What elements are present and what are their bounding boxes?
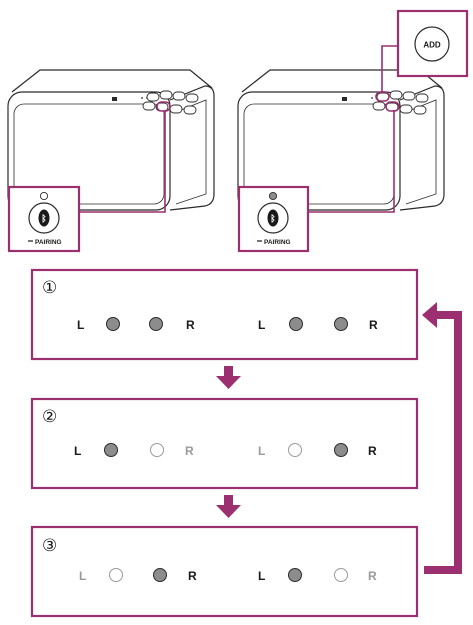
speaker-a-right-led bbox=[150, 443, 164, 457]
speaker-b-left-led bbox=[288, 443, 302, 457]
pairing-label: PAIRING bbox=[35, 239, 62, 246]
pairing-indicator-led bbox=[39, 191, 49, 201]
speaker-b-right-led bbox=[334, 568, 348, 582]
leader-line-left bbox=[80, 110, 166, 213]
speaker-a-right-label: R bbox=[185, 444, 194, 458]
bluetooth-icon: ᛒ bbox=[270, 214, 275, 224]
step-arrow-down-1 bbox=[216, 366, 241, 389]
speaker-b-right-label: R bbox=[368, 569, 377, 583]
speaker-b-right-led bbox=[334, 443, 348, 457]
step-number: ② bbox=[42, 407, 57, 426]
step-panel-2: ② L R L R bbox=[30, 397, 419, 490]
speaker-a-left-led bbox=[104, 443, 118, 457]
step-number: ③ bbox=[42, 536, 57, 555]
speaker-b-left-label: L bbox=[258, 318, 265, 332]
pairing-callout-right: ᛒ PAIRING bbox=[237, 185, 310, 253]
step-arrow-down-2 bbox=[216, 495, 241, 518]
leader-line-right bbox=[308, 110, 395, 213]
speaker-b-left-led bbox=[289, 317, 303, 331]
step-number: ① bbox=[42, 278, 57, 297]
leader-line-add bbox=[381, 45, 399, 93]
add-label: ADD bbox=[423, 41, 441, 50]
speaker-a-left-label: L bbox=[79, 569, 86, 583]
speaker-a-left-label: L bbox=[74, 444, 81, 458]
add-button bbox=[414, 26, 450, 62]
speaker-b-right-led bbox=[334, 317, 348, 331]
pairing-callout-left: ᛒ PAIRING bbox=[7, 185, 81, 253]
speaker-left-illustration bbox=[7, 69, 215, 211]
speaker-a-left-led bbox=[109, 568, 123, 582]
speaker-a-left-label: L bbox=[77, 318, 84, 332]
speaker-b-left-led bbox=[288, 568, 302, 582]
speaker-a-right-label: R bbox=[186, 318, 195, 332]
speaker-b-right-label: R bbox=[369, 318, 378, 332]
speaker-a-left-led bbox=[106, 317, 120, 331]
speaker-a-right-label: R bbox=[188, 569, 197, 583]
bluetooth-icon: ᛒ bbox=[41, 214, 46, 224]
speaker-a-right-led bbox=[149, 317, 163, 331]
loop-back-arrow bbox=[422, 302, 462, 574]
step-panel-1: ① L R L R bbox=[30, 268, 419, 361]
step-panel-3: ③ L R L R bbox=[30, 525, 419, 618]
pairing-indicator-led bbox=[268, 191, 278, 201]
speaker-b-left-label: L bbox=[258, 569, 265, 583]
speaker-b-left-label: L bbox=[258, 444, 265, 458]
speaker-a-right-led bbox=[153, 568, 167, 582]
speaker-b-right-label: R bbox=[368, 444, 377, 458]
add-callout: ADD bbox=[396, 9, 469, 78]
pairing-label: PAIRING bbox=[264, 239, 291, 246]
